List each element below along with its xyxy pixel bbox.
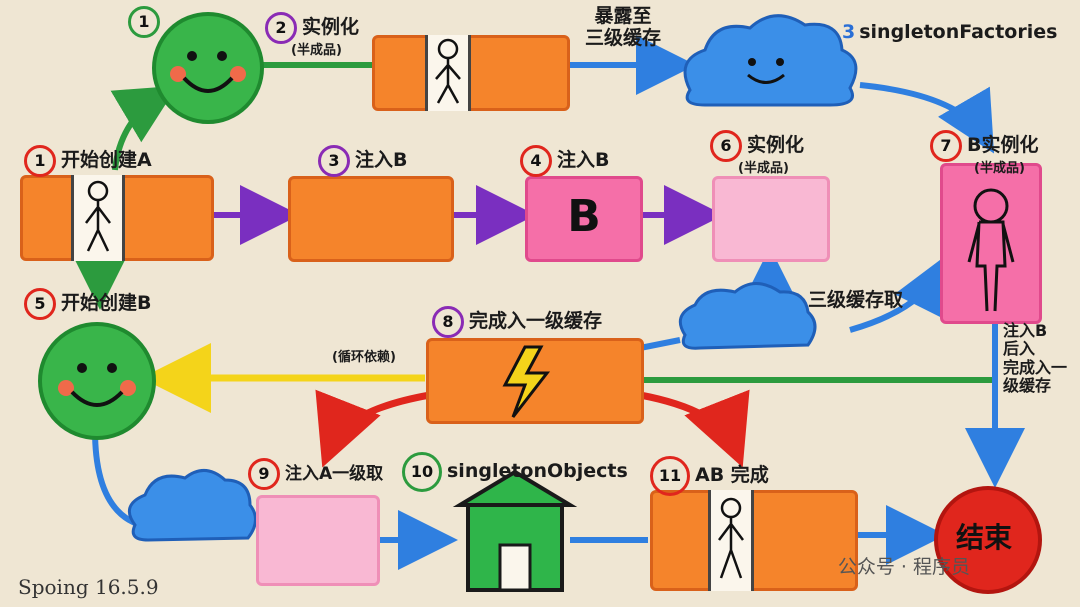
lightning-icon	[502, 345, 551, 418]
arrow-start-to-smiley	[110, 85, 178, 171]
label-expose: 暴露至 三级缓存	[585, 5, 662, 49]
label-node1-top: 1	[128, 6, 165, 38]
box-b: B	[525, 176, 643, 262]
label-end: 结束	[956, 521, 1013, 554]
arrow-red-left	[315, 389, 431, 468]
smiley-face-icon	[170, 51, 246, 93]
label-fetch3: 三级缓存取	[808, 289, 904, 311]
box-complete	[426, 338, 644, 424]
cloud-bottom	[127, 469, 257, 542]
end-circle	[934, 486, 1042, 594]
box-b-letter: B	[567, 191, 601, 242]
stick-figure-icon	[718, 497, 744, 579]
box-ab-complete	[650, 490, 858, 591]
arrow-fetch3	[849, 253, 949, 333]
arrow-complete-to-cloud	[639, 337, 681, 351]
box-b-instance	[940, 163, 1042, 324]
smiley-top	[152, 12, 264, 124]
stick-figure-icon	[435, 38, 461, 104]
stick-figure-icon	[85, 180, 111, 252]
cloud-middle	[678, 282, 817, 350]
house-icon	[452, 469, 578, 592]
box-inject-b	[288, 176, 454, 262]
box-instantiate-top	[372, 35, 570, 111]
label-cycle: (循环依赖)	[332, 350, 396, 365]
arrow-factories-to-b	[859, 82, 995, 154]
smiley-left	[38, 322, 156, 440]
label-after-b: 注入B 后入 完成入一 级缓存	[1003, 321, 1068, 396]
box-instantiate-b	[712, 176, 830, 262]
cloud-factories	[683, 14, 858, 107]
watermark: 公众号 · 程序员	[837, 556, 970, 578]
box-start-a	[20, 175, 214, 261]
footer-stamp: Spoing 16.5.9	[18, 575, 159, 599]
stick-figure-icon	[967, 188, 1015, 312]
box-inject-a	[256, 495, 380, 586]
smiley-face-icon	[58, 363, 136, 407]
arrow-red-right	[639, 389, 750, 468]
